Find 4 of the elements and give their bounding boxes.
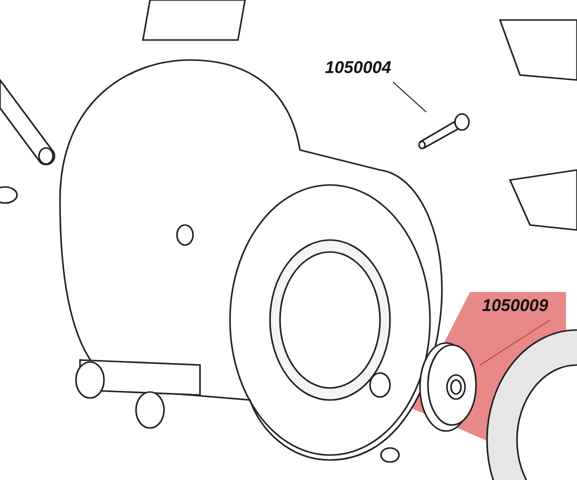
leader-line — [392, 82, 427, 112]
leader-line — [480, 320, 550, 366]
part-number: 1050009 — [482, 296, 548, 316]
part-number: 1050004 — [325, 58, 392, 78]
